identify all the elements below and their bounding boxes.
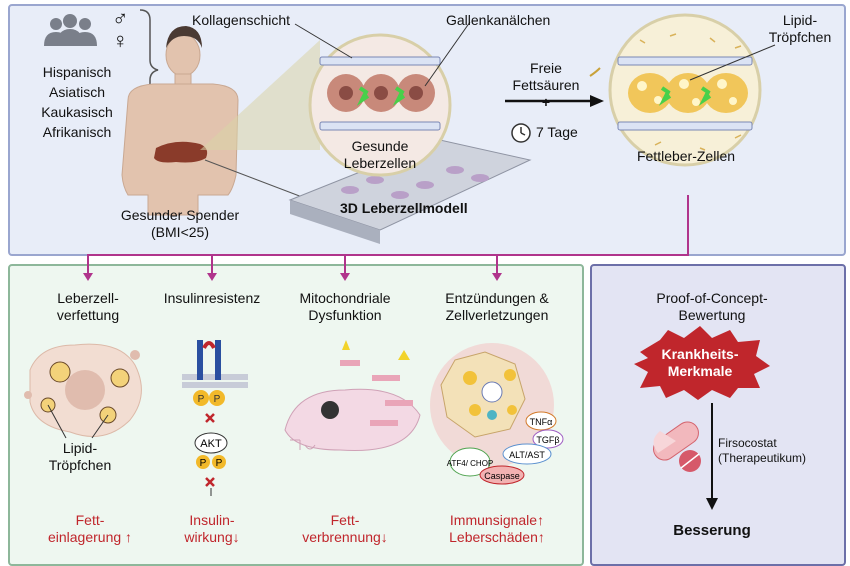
lipid-droplet-bottom-1: Lipid- (62, 440, 98, 456)
proof-of-concept-panel (590, 264, 846, 566)
poc-title-1: Proof-of-Concept- (656, 290, 768, 306)
ethnicity-asian: Asiatisch (48, 84, 106, 100)
ffa-label-1: Freie (530, 60, 562, 76)
bile-label: Gallenkanälchen (446, 12, 551, 28)
ffa-plus: + (541, 94, 551, 110)
donor-label: Gesunder Spender (BMI<25) (100, 207, 260, 241)
inflammation-marker-ellipses (449, 411, 564, 485)
lipid-droplet-top-label: Lipid- Tröpfchen (760, 12, 840, 46)
collagen-label: Kollagenschicht (192, 12, 291, 28)
burst-label-2: Merkmale (667, 363, 733, 379)
healthy-cells-label-1: Gesunde (351, 138, 409, 154)
healthy-cells-label-2: Leberzellen (343, 155, 417, 171)
lipid-droplet-top-1: Lipid- (782, 12, 818, 28)
col1-title-2: verfettung (56, 307, 120, 323)
col3-result-2: verbrennung↓ (302, 529, 388, 545)
col4-result-1: Immunsignale↑ (449, 512, 545, 528)
col4-result-2: Leberschäden↑ (449, 529, 545, 545)
col4-title-2: Zellverletzungen (445, 307, 549, 323)
poc-title-2: Bewertung (678, 307, 746, 323)
model-label: 3D Leberzellmodell (340, 200, 468, 216)
atf4-chop-label: ATF4/ CHOP (447, 459, 494, 468)
ffa-label: Freie Fettsäuren + (510, 60, 582, 111)
inflamed-cell-icon (430, 343, 554, 467)
ffa-label-2: Fettsäuren (512, 77, 580, 93)
male-symbol: ♂ (112, 6, 129, 31)
drug-label: Firsocostat (Therapeutikum) (718, 436, 806, 466)
col3-result: Fett- verbrennung↓ (290, 512, 400, 546)
col1-title: Leberzell- verfettung (38, 290, 138, 324)
col1-result: Fett- einlagerung ↑ (30, 512, 150, 546)
lipid-droplet-bottom-label: Lipid- Tröpfchen (40, 440, 120, 474)
phospho-p-1: P (198, 394, 205, 405)
drug-type: (Therapeutikum) (718, 451, 807, 465)
col1-result-1: Fett- (75, 512, 105, 528)
insulin-receptor-icon: P P AKT P P (182, 340, 248, 496)
phospho-p-4: P (216, 458, 223, 469)
col3-title-2: Dysfunktion (308, 307, 382, 323)
tnf-label: TNFα (530, 417, 553, 427)
lipid-droplet-bottom-2: Tröpfchen (48, 457, 112, 473)
col2-result-2: wirkung↓ (184, 529, 240, 545)
phospho-p-2: P (214, 394, 221, 405)
lipid-droplet-top-2: Tröpfchen (768, 29, 832, 45)
tgf-label: TGFβ (536, 435, 559, 445)
liver-icon (154, 141, 208, 163)
magenta-connector (87, 195, 689, 275)
hair-icon (166, 26, 202, 48)
col4-result: Immunsignale↑ Leberschäden↑ (432, 512, 562, 546)
human-body-icon (121, 33, 239, 216)
fatty-cells-label: Fettleber-Zellen (636, 148, 736, 164)
healthy-cells-icon (308, 33, 452, 177)
caspase-label: Caspase (484, 471, 520, 481)
female-symbol: ♀ (112, 28, 129, 53)
burst-label-1: Krankheits- (661, 346, 739, 362)
col4-title-1: Entzündungen & (445, 290, 549, 306)
drug-name: Firsocostat (718, 436, 777, 450)
fatty-cells-icon (608, 13, 762, 167)
ethnicity-list: Hispanisch Asiatisch Kaukasisch Afrikani… (22, 62, 132, 142)
well-plate-icon (288, 139, 532, 244)
phospho-p-3: P (200, 458, 207, 469)
zoom-cone (200, 40, 320, 150)
mitochondria-pathway-icon (284, 340, 421, 452)
poc-title: Proof-of-Concept- Bewertung (632, 290, 792, 324)
people-icon (44, 14, 97, 46)
col3-title-1: Mitochondriale (299, 290, 391, 306)
ethnicity-hispanic: Hispanisch (42, 64, 112, 80)
col3-result-1: Fett- (330, 512, 360, 528)
alt-ast-label: ALT/AST (509, 450, 545, 460)
col4-title: Entzündungen & Zellverletzungen (430, 290, 564, 324)
col2-title: Insulinresistenz (150, 290, 274, 307)
col1-title-1: Leberzell- (57, 290, 119, 306)
disease-burst-icon (634, 326, 770, 400)
burst-label: Krankheits- Merkmale (650, 346, 750, 380)
donor-title: Gesunder Spender (120, 207, 240, 223)
steatosis-cell-icon (24, 343, 142, 437)
col2-result-1: Insulin- (189, 512, 235, 528)
col2-title-1: Insulinresistenz (163, 290, 261, 306)
col1-result-2: einlagerung ↑ (47, 529, 133, 545)
donor-bmi: (BMI<25) (151, 224, 209, 240)
drug-pill-icon (653, 421, 701, 472)
clock-icon (511, 123, 531, 143)
sex-symbols: ♂ ♀ (112, 8, 129, 52)
healthy-cells-label: Gesunde Leberzellen (340, 138, 420, 172)
outcome-label: Besserung (673, 522, 751, 539)
akt-label: AKT (200, 438, 222, 450)
col3-title: Mitochondriale Dysfunktion (286, 290, 404, 324)
ethnicity-caucasian: Kaukasisch (41, 104, 113, 120)
col2-result: Insulin- wirkung↓ (162, 512, 262, 546)
ethnicity-african: Afrikanisch (42, 124, 112, 140)
days-label: 7 Tage (536, 124, 578, 140)
